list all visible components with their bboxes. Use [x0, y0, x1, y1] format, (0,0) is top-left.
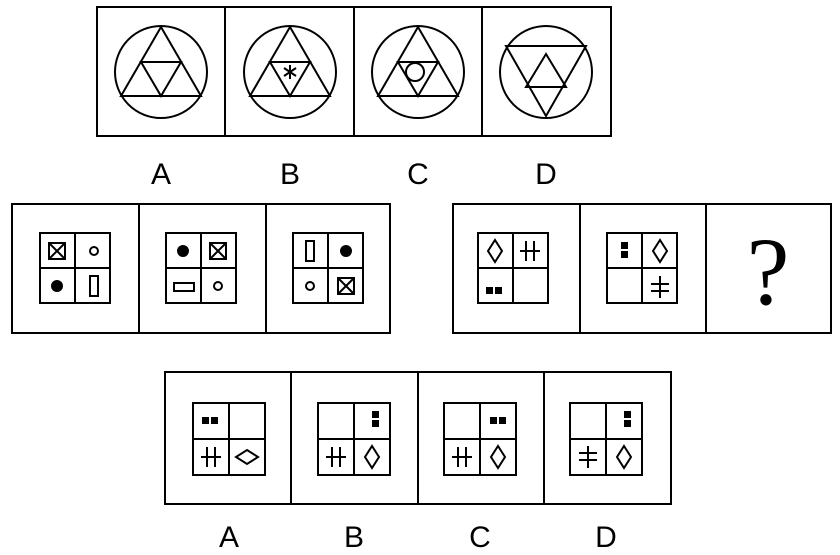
small-circle-icon — [89, 246, 99, 256]
answer-d-figure[interactable] — [569, 402, 643, 476]
small-circle-icon — [213, 281, 223, 291]
double-cross-icon — [520, 241, 540, 261]
top-option-a-figure[interactable] — [114, 25, 208, 119]
boxed-x-icon — [337, 277, 355, 295]
sequence-2-frame — [452, 203, 832, 334]
double-cross-icon — [201, 447, 221, 467]
stacked-squares-icon — [621, 242, 628, 258]
answer-a-figure[interactable] — [192, 402, 266, 476]
dot-icon — [340, 245, 352, 257]
top-label-a: A — [151, 158, 171, 191]
answer-label-b: B — [344, 521, 364, 554]
top-label-b: B — [280, 158, 300, 191]
diamond-icon — [486, 238, 504, 264]
diamond-icon — [363, 444, 381, 470]
top-option-c-figure[interactable] — [371, 25, 465, 119]
tall-rect-icon — [89, 275, 99, 297]
two-squares-icon — [490, 417, 506, 424]
sequence-1-panel-2 — [165, 232, 237, 304]
double-cross-icon — [326, 447, 346, 467]
answer-label-c: C — [469, 521, 491, 554]
answer-b-figure[interactable] — [317, 402, 391, 476]
wide-rect-icon — [173, 282, 195, 292]
dot-icon — [177, 245, 189, 257]
top-option-b-figure[interactable] — [243, 25, 337, 119]
small-circle-icon — [405, 62, 425, 82]
sequence-1-panel-1 — [39, 232, 111, 304]
cross-two-bars-icon — [579, 446, 597, 468]
top-option-d-figure[interactable] — [499, 25, 593, 119]
asterisk-icon — [283, 65, 297, 79]
sequence-2-panel-2 — [606, 232, 678, 304]
stacked-squares-icon — [624, 411, 631, 427]
diamond-icon — [615, 444, 633, 470]
tall-rect-icon — [305, 240, 315, 262]
answer-c-figure[interactable] — [443, 402, 517, 476]
top-label-c: C — [407, 158, 429, 191]
sequence-1-frame — [11, 203, 391, 334]
sequence-1-panel-3 — [292, 232, 364, 304]
diamond-icon — [651, 238, 669, 264]
question-mark: ? — [747, 218, 790, 325]
diamond-icon — [489, 444, 507, 470]
two-squares-icon — [202, 417, 218, 424]
cross-two-bars-icon — [651, 276, 669, 298]
sequence-2-panel-1 — [477, 232, 549, 304]
top-label-d: D — [535, 158, 557, 191]
double-cross-icon — [452, 447, 472, 467]
boxed-x-icon — [209, 242, 227, 260]
dot-icon — [51, 280, 63, 292]
stacked-squares-icon — [372, 411, 379, 427]
wide-diamond-icon — [234, 448, 260, 466]
small-circle-icon — [305, 281, 315, 291]
boxed-x-icon — [48, 242, 66, 260]
answer-label-d: D — [595, 521, 617, 554]
two-squares-icon — [486, 287, 502, 294]
answer-label-a: A — [219, 521, 239, 554]
